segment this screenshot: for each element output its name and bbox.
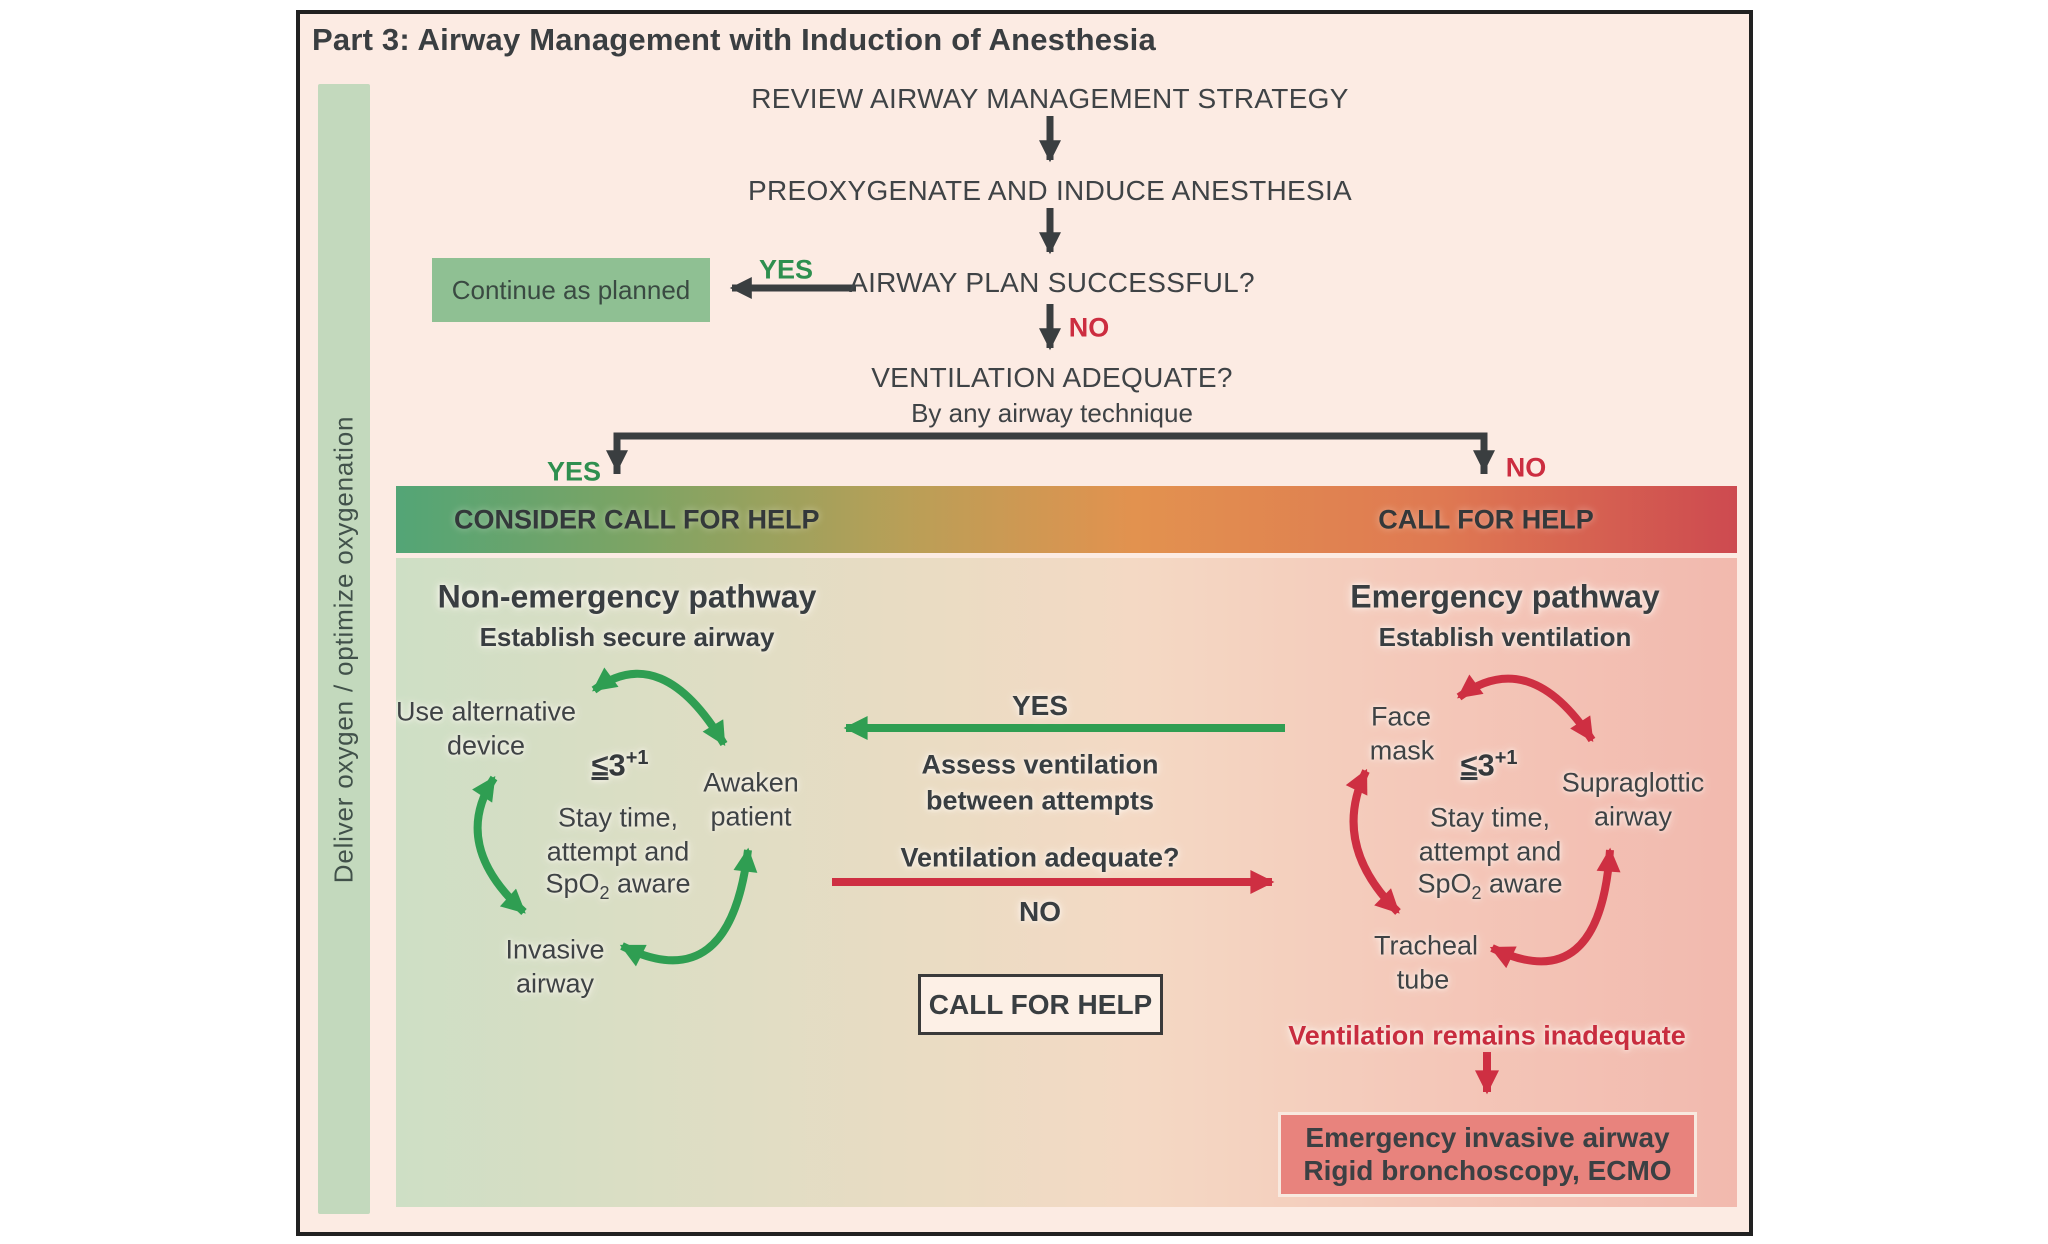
emergency-heading: Emergency pathway	[1350, 578, 1660, 615]
sidebar-label: Deliver oxygen / optimize oxygenation	[328, 415, 359, 883]
non-emergency-subheading: Establish secure airway	[479, 622, 775, 653]
node-supraglottic-airway: Supraglottic	[1561, 767, 1705, 798]
node-awaken-patient-line2: patient	[710, 801, 792, 832]
assess-ventilation-line1: Assess ventilation	[921, 749, 1159, 780]
assess-ventilation-line2: between attempts	[925, 785, 1155, 816]
page-title: Part 3: Airway Management with Induction…	[312, 22, 1156, 57]
node-face-mask-line2: mask	[1369, 735, 1435, 766]
node-invasive-airway-line2: airway	[515, 968, 595, 999]
ventilation-remains-inadequate-label: Ventilation remains inadequate	[1288, 1020, 1686, 1051]
spo2-pre-right: SpO	[1417, 868, 1472, 899]
attempt-limit-left: ≤3+1	[591, 747, 648, 783]
node-supraglottic-airway-line2: airway	[1593, 801, 1673, 832]
call-for-help-box: CALL FOR HELP	[918, 974, 1163, 1035]
spo2-post-right: aware	[1481, 868, 1563, 899]
ventilation-adequate-question: Ventilation adequate?	[900, 842, 1180, 873]
decision-ventilation-subtitle: By any airway technique	[911, 398, 1193, 429]
center-yes-label: YES	[1011, 689, 1069, 721]
emergency-airway-box-line2: Rigid bronchoscopy, ECMO	[1303, 1154, 1672, 1186]
emergency-subheading: Establish ventilation	[1378, 622, 1632, 653]
limit-number: 3	[608, 747, 626, 783]
non-emergency-heading: Non-emergency pathway	[437, 578, 817, 615]
consider-call-for-help-label: CONSIDER CALL FOR HELP	[454, 504, 820, 534]
call-for-help-label: CALL FOR HELP	[1378, 504, 1594, 534]
decision-ventilation-adequate: VENTILATION ADEQUATE?	[871, 361, 1233, 393]
yes-label-airway-plan: YES	[758, 254, 814, 285]
cycle-note-left-line3: SpO2 aware	[545, 868, 690, 903]
spo2-post: aware	[609, 868, 691, 899]
attempt-limit-right: ≤3+1	[1460, 747, 1517, 783]
no-label-branch: NO	[1505, 452, 1547, 483]
emergency-airway-box: Emergency invasive airway Rigid bronchos…	[1278, 1112, 1697, 1197]
spo2-sub: 2	[599, 882, 610, 903]
cycle-note-right-line2: attempt and	[1418, 836, 1562, 867]
yes-label-branch: YES	[546, 456, 602, 487]
triage-bar: CONSIDER CALL FOR HELP CALL FOR HELP	[396, 486, 1737, 553]
node-tracheal-tube: Tracheal	[1373, 930, 1479, 961]
node-alternative-device-line2: device	[446, 730, 526, 761]
limit-superscript-right: +1	[1494, 747, 1518, 770]
node-invasive-airway: Invasive	[505, 934, 605, 965]
lte-symbol: ≤	[591, 747, 609, 783]
decision-airway-plan: AIRWAY PLAN SUCCESSFUL?	[849, 266, 1255, 298]
cycle-note-right-line1: Stay time,	[1429, 802, 1551, 833]
lte-symbol-right: ≤	[1460, 747, 1478, 783]
node-alternative-device: Use alternative	[395, 696, 577, 727]
node-face-mask: Face	[1370, 701, 1432, 732]
flow-step-preoxygenate: PREOXYGENATE AND INDUCE ANESTHESIA	[747, 174, 1353, 206]
limit-superscript: +1	[625, 747, 649, 770]
spo2-pre: SpO	[545, 868, 600, 899]
cycle-note-left-line1: Stay time,	[557, 802, 679, 833]
call-for-help-box-label: CALL FOR HELP	[928, 988, 1153, 1020]
node-awaken-patient: Awaken	[703, 767, 799, 798]
node-tracheal-tube-line2: tube	[1396, 964, 1450, 995]
emergency-airway-box-line1: Emergency invasive airway	[1305, 1122, 1670, 1154]
spo2-sub-right: 2	[1471, 882, 1482, 903]
cycle-note-right-line3: SpO2 aware	[1417, 868, 1562, 903]
cycle-note-left-line2: attempt and	[546, 836, 690, 867]
center-no-label: NO	[1019, 895, 1061, 927]
continue-as-planned-label: Continue as planned	[451, 274, 691, 305]
continue-as-planned-box: Continue as planned	[432, 258, 710, 322]
no-label-airway-plan: NO	[1068, 312, 1110, 343]
flow-step-review: REVIEW AIRWAY MANAGEMENT STRATEGY	[751, 82, 1349, 114]
limit-number-right: 3	[1477, 747, 1495, 783]
oxygenation-sidebar: Deliver oxygen / optimize oxygenation	[318, 84, 370, 1214]
